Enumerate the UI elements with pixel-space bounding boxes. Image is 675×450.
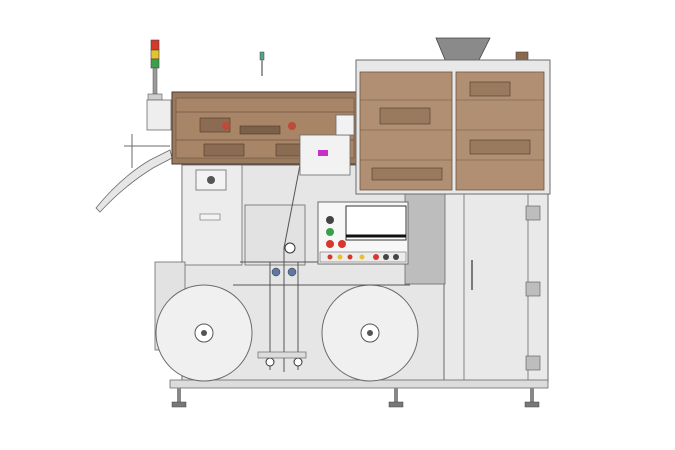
hopper-icon [435,37,529,63]
tension-roller-icon [257,242,307,367]
control-panel-icon [317,201,409,265]
side-bracket [146,99,172,131]
film-path [233,164,410,372]
sensor-box [299,114,355,176]
reel-icon [155,284,419,382]
glass-cabinet [355,59,551,195]
base-rail [169,379,549,389]
center-column [404,191,446,285]
small-beacon-icon [259,51,265,76]
leveling-foot-icon [171,388,540,408]
right-cabinet [443,191,549,383]
